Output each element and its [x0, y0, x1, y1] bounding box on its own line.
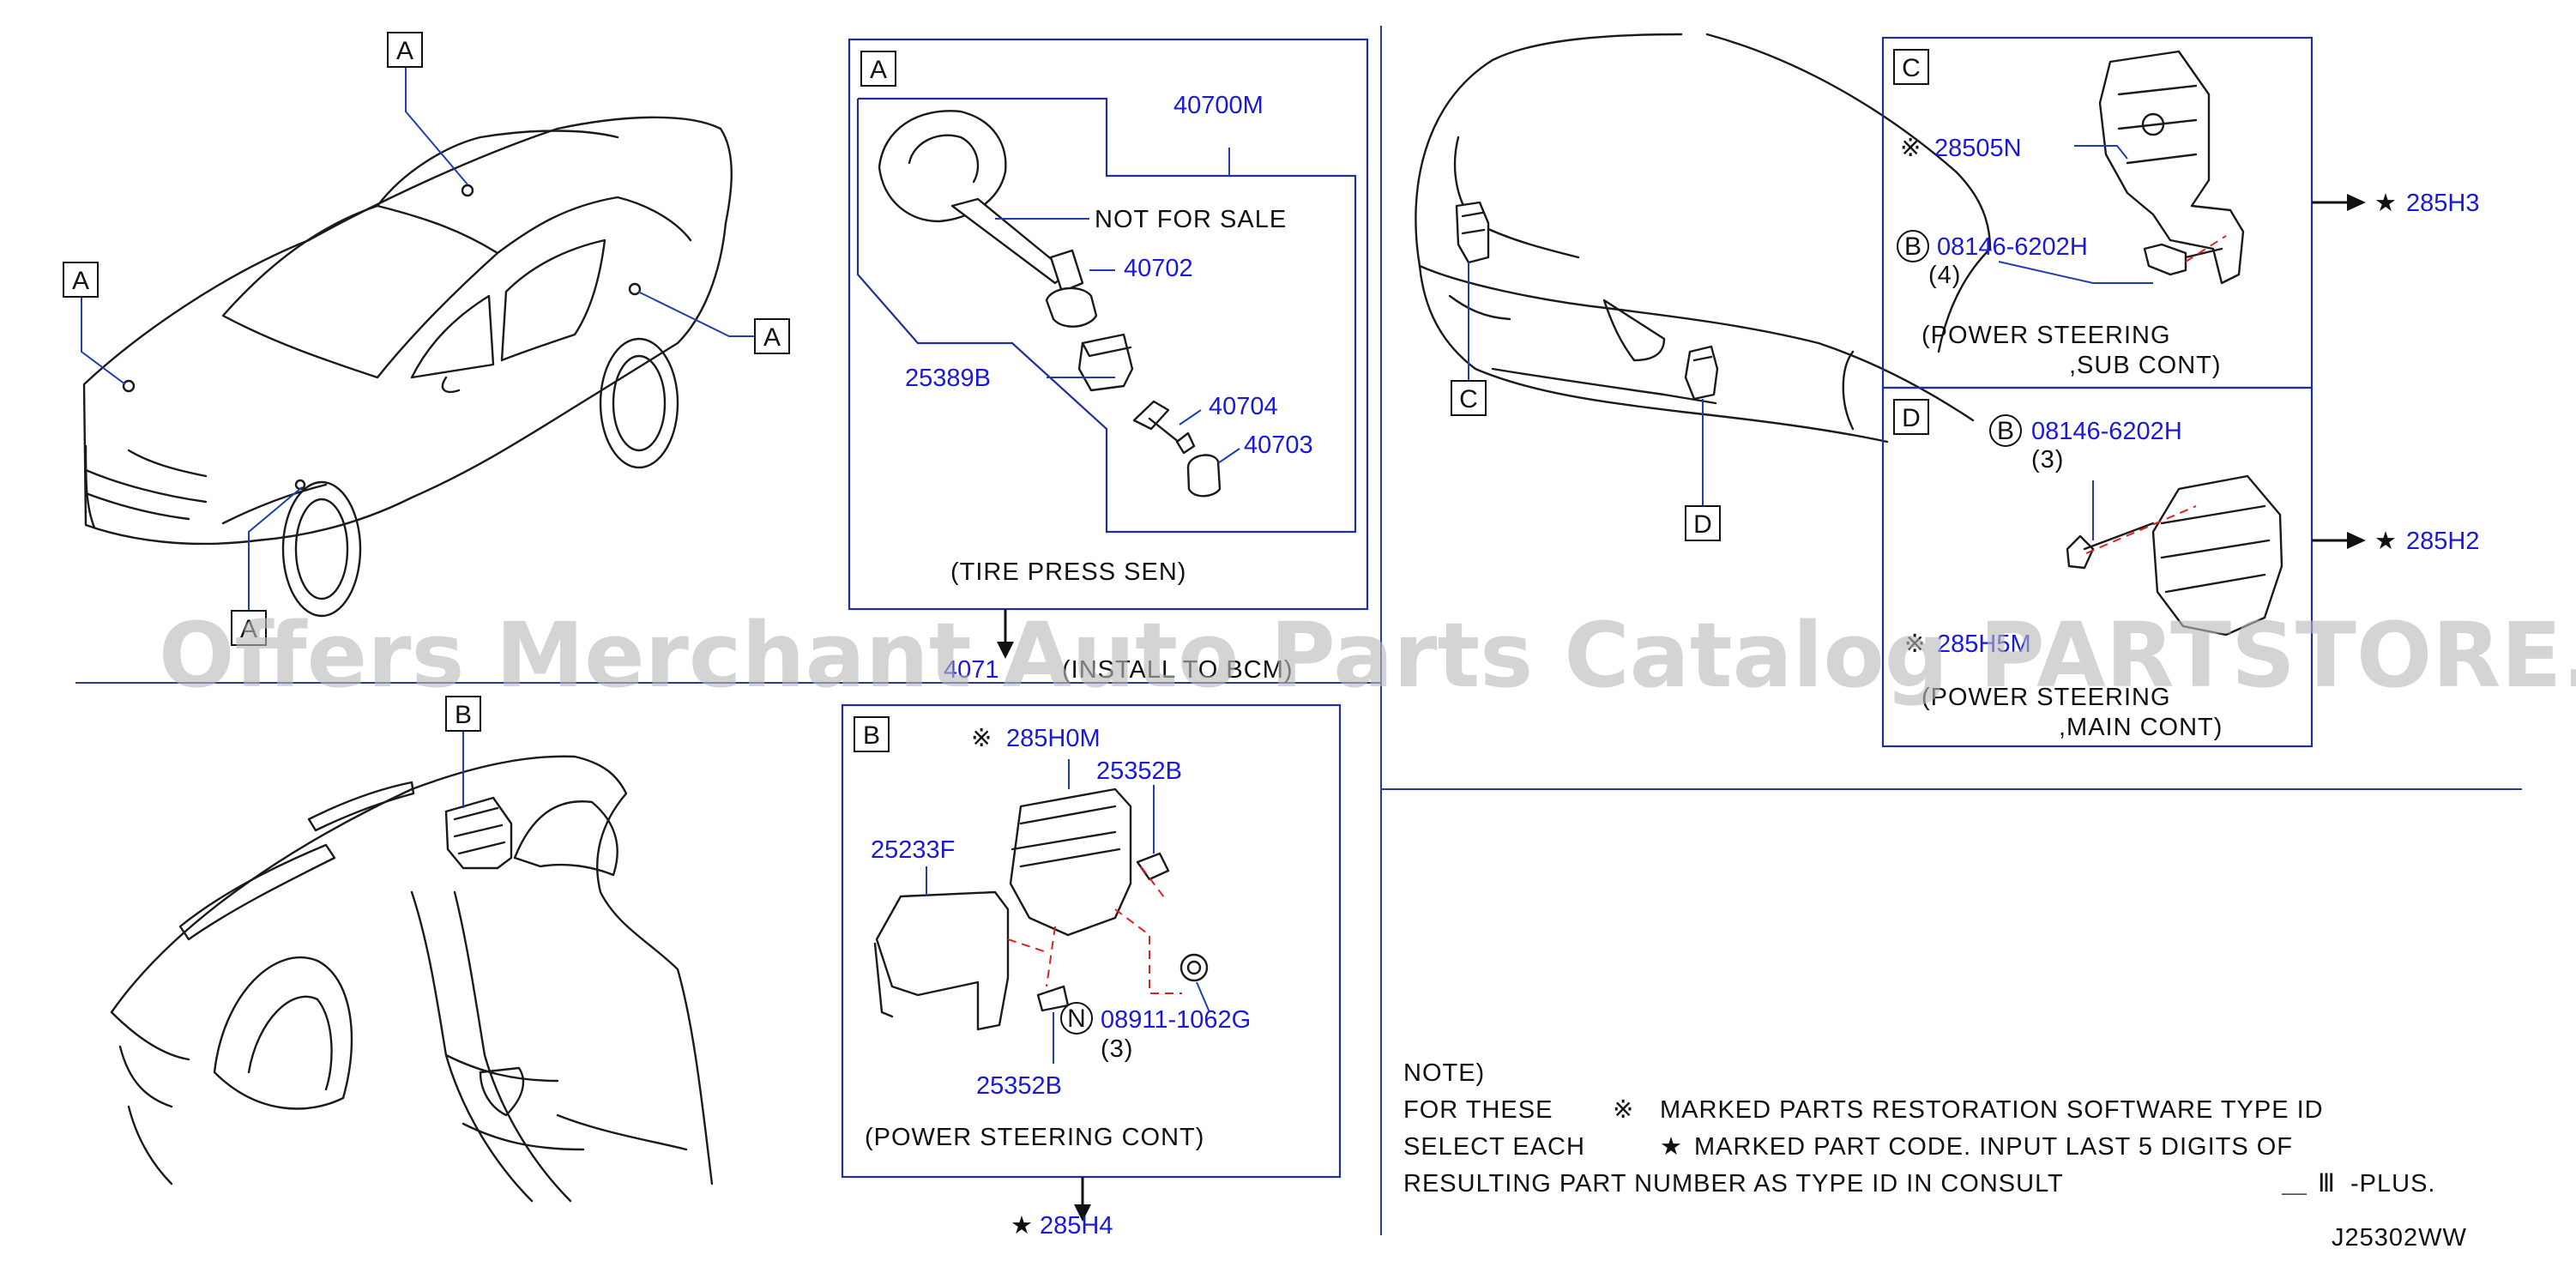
svg-text:4071: 4071 [944, 656, 999, 684]
diagram-code: J25302WW [2332, 1224, 2467, 1252]
svg-text:25352B: 25352B [976, 1072, 1062, 1100]
svg-text:FOR THESE: FOR THESE [1403, 1096, 1553, 1124]
view-label-b-dash: B [445, 696, 481, 732]
svg-text:285H5M: 285H5M [1937, 630, 2031, 658]
svg-text:40702: 40702 [1124, 255, 1193, 282]
view-label-a-top: A [387, 32, 423, 68]
svg-text:40704: 40704 [1209, 393, 1278, 420]
panel-b-power-steering-cont: B ※ 285H0M 25352B 25233F N 08911-1062G (… [841, 703, 1342, 1179]
svg-text:SELECT EACH: SELECT EACH [1403, 1133, 1585, 1161]
panel-c-ref-arrow: ★ 285H3 [2312, 190, 2479, 217]
svg-text:A: A [240, 615, 257, 643]
svg-text:MARKED PART CODE. INPUT: MARKED PART CODE. INPUT LAST 5 DIGITS OF [1694, 1133, 2293, 1161]
panel-a-install-arrow: 4071 (INSTALL TO BCM) [944, 609, 1294, 684]
svg-text:D: D [1902, 404, 1921, 432]
note-block: NOTE) FOR THESE ※ MARKED PARTS RESTORATI… [1403, 1059, 2435, 1198]
svg-text:NOT FOR SALE: NOT FOR SALE [1095, 206, 1287, 233]
svg-text:40703: 40703 [1244, 431, 1313, 459]
svg-text:40700M: 40700M [1173, 92, 1264, 119]
view-label-a-front-wheel: A [231, 610, 267, 646]
svg-text:08146-6202H: 08146-6202H [1937, 233, 2088, 261]
svg-text:(POWER STEERING CONT): (POWER STEERING CONT) [865, 1124, 1204, 1151]
svg-text:A: A [763, 323, 781, 352]
svg-text:A: A [396, 37, 413, 65]
svg-text:★: ★ [1660, 1133, 1683, 1161]
svg-text:285H3: 285H3 [2406, 190, 2479, 217]
panel-b-ref-arrow: ★ 285H4 [1010, 1177, 1113, 1240]
svg-text:※: ※ [1904, 630, 1926, 658]
svg-text:-PLUS.: -PLUS. [2350, 1170, 2435, 1198]
car-exterior-illustration [81, 58, 755, 631]
svg-text:B: B [1904, 232, 1921, 261]
svg-text:RESULTING PART NUMBER AS: RESULTING PART NUMBER AS TYPE ID IN CONS… [1403, 1170, 2064, 1198]
svg-text:B: B [455, 701, 472, 729]
panel-d-ref-arrow: ★ 285H2 [2312, 528, 2479, 555]
svg-text:(4): (4) [1928, 262, 1961, 289]
svg-text:※: ※ [1900, 135, 1921, 162]
svg-text:NOTE): NOTE) [1403, 1059, 1485, 1087]
svg-text:(POWER STEERING: (POWER STEERING [1921, 684, 2171, 711]
svg-text:,SUB CONT): ,SUB CONT) [2069, 352, 2222, 379]
svg-text:Ⅲ: Ⅲ [2318, 1170, 2336, 1198]
svg-text:★: ★ [2374, 190, 2398, 217]
svg-text:25233F: 25233F [871, 836, 955, 864]
car-front-illustration [1415, 33, 1992, 506]
svg-text:(INSTALL TO BCM): (INSTALL TO BCM) [1062, 656, 1294, 684]
svg-text:,MAIN CONT): ,MAIN CONT) [2059, 714, 2223, 741]
svg-text:B: B [1997, 417, 2014, 445]
svg-text:＿: ＿ [2282, 1170, 2308, 1198]
svg-text:285H4: 285H4 [1040, 1212, 1113, 1240]
panel-d-power-steering-main-cont: D B 08146-6202H (3) ※ 285H5M (POWER STEE… [1881, 386, 2314, 748]
svg-text:25389B: 25389B [905, 365, 991, 392]
svg-text:D: D [1693, 510, 1712, 539]
svg-text:A: A [72, 267, 89, 295]
svg-text:08146-6202H: 08146-6202H [2031, 418, 2182, 445]
svg-text:(3): (3) [1101, 1035, 1133, 1063]
svg-text:C: C [1459, 385, 1478, 413]
svg-text:※: ※ [1613, 1096, 1634, 1124]
svg-text:285H0M: 285H0M [1006, 725, 1101, 752]
svg-text:25352B: 25352B [1096, 757, 1182, 785]
svg-text:MARKED PARTS RESTORATION: MARKED PARTS RESTORATION SOFTWARE TYPE I… [1660, 1096, 2324, 1124]
svg-text:285H2: 285H2 [2406, 528, 2479, 555]
svg-text:B: B [863, 721, 880, 750]
svg-text:28505N: 28505N [1934, 135, 2022, 162]
svg-text:★: ★ [2374, 528, 2398, 555]
view-label-d-front: D [1685, 505, 1721, 541]
svg-text:★: ★ [1010, 1212, 1034, 1240]
svg-text:(TIRE PRESS SEN): (TIRE PRESS SEN) [950, 558, 1186, 586]
svg-text:※: ※ [971, 725, 992, 752]
panel-c-power-steering-sub-cont: C ※ 28505N B 08146-6202H (4) (POWER STEE… [1881, 36, 2314, 389]
section-dividers [75, 26, 2522, 1235]
watermark-text: Offers Merchant Auto Parts Catalog PARTS… [159, 603, 2576, 708]
dashboard-illustration [110, 731, 714, 1203]
svg-text:C: C [1902, 54, 1921, 82]
view-label-a-rear-wheel: A [754, 318, 790, 354]
panel-a-tire-pressure-sensor: A 40700M NOT FOR SALE 40702 25389B 40704… [848, 38, 1369, 611]
view-label-a-hood: A [63, 262, 99, 298]
svg-text:08911-1062G: 08911-1062G [1101, 1006, 1251, 1034]
view-label-c-front: C [1451, 380, 1487, 416]
svg-text:(POWER STEERING: (POWER STEERING [1921, 322, 2171, 349]
svg-text:A: A [870, 56, 887, 84]
svg-text:(3): (3) [2031, 446, 2064, 474]
svg-text:N: N [1067, 1005, 1086, 1033]
